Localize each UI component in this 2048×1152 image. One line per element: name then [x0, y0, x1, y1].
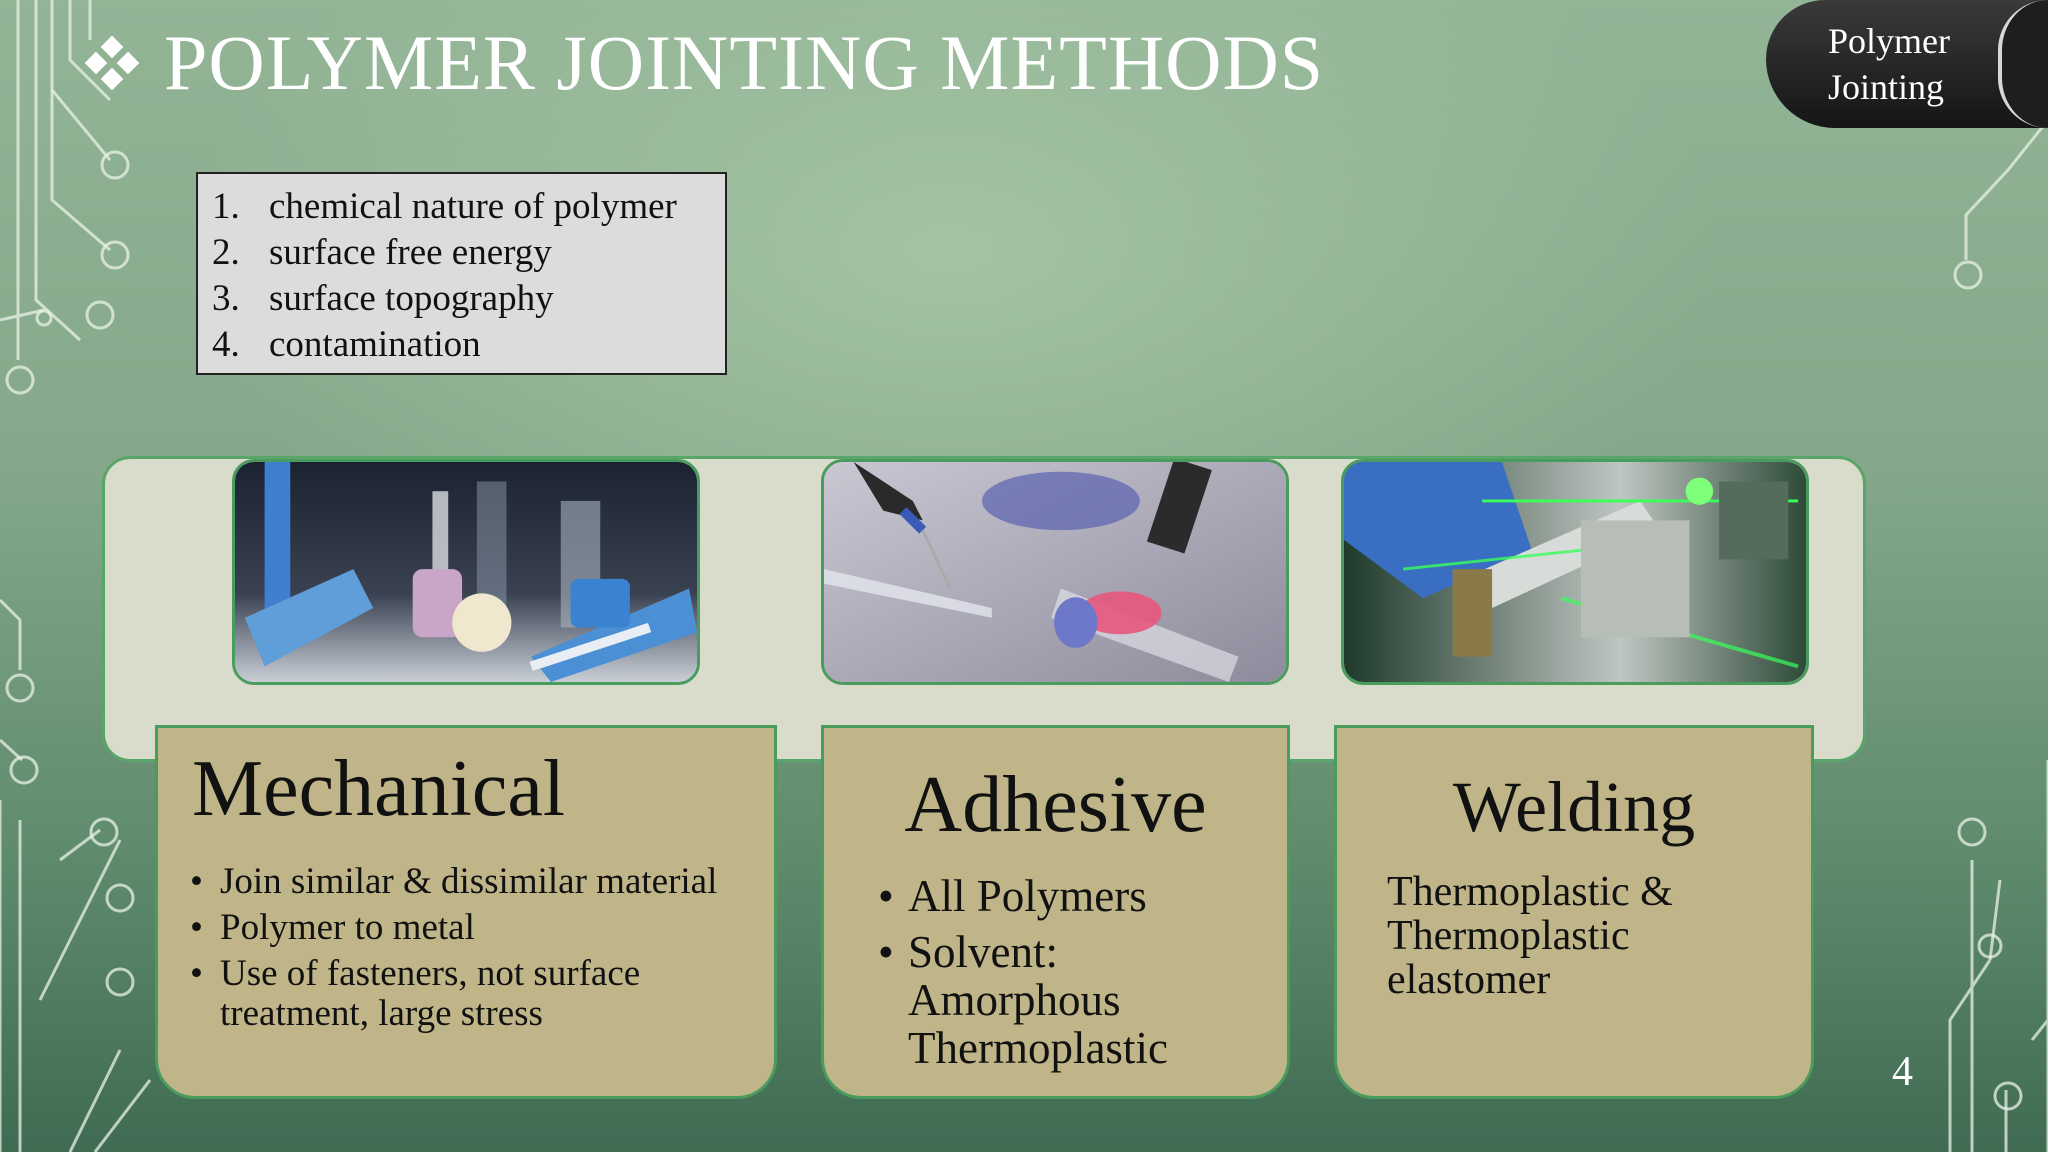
mechanical-title: Mechanical [192, 745, 566, 833]
welding-card: Welding Thermoplastic & Thermoplastic el… [1334, 725, 1814, 1099]
section-tab: Polymer Jointing [1766, 0, 2048, 128]
slide-title-text: POLYMER JOINTING METHODS [164, 19, 1325, 106]
welding-line: elastomer [1387, 957, 1551, 1003]
welding-title: Welding [1452, 767, 1696, 847]
factors-list: 1. chemical nature of polymer 2. surface… [196, 172, 727, 375]
factor-item: 4. contamination [212, 322, 725, 368]
medical-connectors-photo [232, 459, 700, 685]
factor-text: chemical nature of polymer [269, 186, 677, 227]
laser-welding-photo [1341, 459, 1809, 685]
adhesive-title: Adhesive [904, 761, 1207, 849]
factor-item: 2. surface free energy [212, 230, 725, 276]
adhesive-card: Adhesive All Polymers Solvent: Amorphous… [821, 725, 1290, 1099]
welding-line: Thermoplastic [1387, 913, 1630, 959]
adhesive-dispensing-photo [821, 459, 1289, 685]
mechanical-bullet: Use of fasteners, not surface treatment,… [190, 954, 710, 1034]
diamond-bullet-icon [84, 35, 140, 91]
factor-item: 3. surface topography [212, 276, 725, 322]
mechanical-bullet: Polymer to metal [190, 908, 774, 949]
slide-title: POLYMER JOINTING METHODS [84, 18, 1324, 108]
factor-text: contamination [269, 324, 481, 365]
adhesive-bullet: All Polymers [878, 872, 1208, 920]
factor-text: surface free energy [269, 232, 552, 273]
factor-text: surface topography [269, 278, 554, 319]
welding-description: Thermoplastic & Thermoplastic elastomer [1387, 870, 1811, 1002]
section-tab-line: Jointing [1828, 67, 1945, 107]
mechanical-bullets: Join similar & dissimilar material Polym… [190, 862, 774, 1034]
welding-line: Thermoplastic & [1387, 869, 1673, 915]
factor-item: 1. chemical nature of polymer [212, 184, 725, 230]
slide-number: 4 [1892, 1049, 1913, 1095]
adhesive-bullets: All Polymers Solvent: Amorphous Thermopl… [878, 872, 1208, 1072]
factor-number: 2. [212, 232, 240, 273]
mechanical-bullet: Join similar & dissimilar material [190, 862, 774, 903]
mechanical-card: Mechanical Join similar & dissimilar mat… [155, 725, 777, 1099]
factor-number: 4. [212, 324, 240, 365]
factor-number: 3. [212, 278, 240, 319]
factor-number: 1. [212, 186, 240, 227]
section-tab-line: Polymer [1828, 21, 1950, 61]
adhesive-bullet: Solvent: Amorphous Thermoplastic [878, 928, 1208, 1072]
